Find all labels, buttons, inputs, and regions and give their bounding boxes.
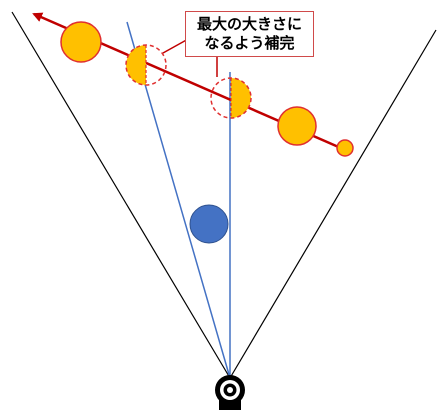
callout-box: 最大の大きさに なるよう補完	[185, 11, 314, 57]
ball-right-large	[277, 106, 317, 146]
ball-right-small	[336, 139, 354, 157]
ball-far-left	[60, 21, 102, 63]
ball-interpolated-1-fill	[126, 45, 146, 85]
callout-line-1: 最大の大きさに	[196, 15, 302, 33]
fov-right-line	[229, 29, 437, 379]
ball-interpolated-2-fill	[231, 78, 251, 118]
camera-icon	[215, 375, 245, 410]
callout-line-2: なるよう補完	[204, 34, 295, 52]
fov-left-line	[11, 11, 231, 379]
blue-ball	[189, 204, 229, 244]
